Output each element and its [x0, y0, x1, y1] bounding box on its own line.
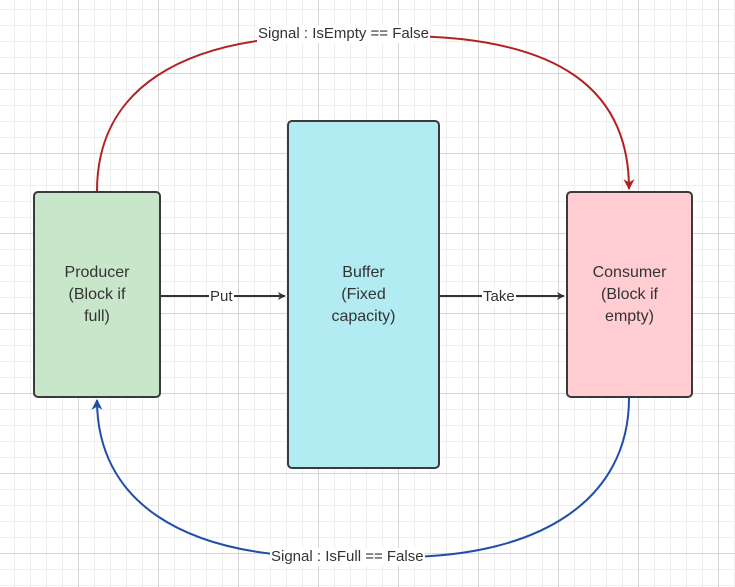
- consumer-label: Consumer (Block if empty): [592, 263, 667, 325]
- producer-label: Producer (Block if full): [64, 263, 130, 325]
- edge-signal-not-empty-label: Signal : IsEmpty == False: [257, 25, 430, 43]
- consumer-node[interactable]: Consumer (Block if empty): [566, 191, 693, 398]
- edge-signal-not-full-label: Signal : IsFull == False: [270, 548, 425, 566]
- buffer-label: Buffer (Fixed capacity): [331, 263, 396, 325]
- buffer-node[interactable]: Buffer (Fixed capacity): [287, 120, 440, 469]
- edge-take-label: Take: [482, 288, 516, 306]
- producer-node[interactable]: Producer (Block if full): [33, 191, 161, 398]
- edge-put-label: Put: [209, 288, 234, 306]
